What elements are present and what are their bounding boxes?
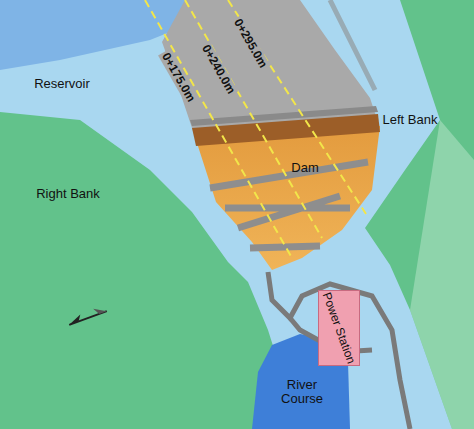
crest-road: [190, 106, 378, 126]
access-roads: [210, 162, 368, 248]
map-label: Dam: [291, 161, 318, 175]
water-area: [0, 0, 452, 429]
node-text: Power Station: [320, 290, 359, 365]
chainage-lines: [145, 0, 366, 258]
access-road: [268, 272, 410, 429]
map-label: Right Bank: [36, 187, 100, 201]
map-label: River Course: [276, 378, 328, 407]
north-arrow: [67, 305, 107, 325]
map-label: Reservoir: [34, 77, 90, 91]
bank-shade: [410, 120, 474, 429]
power-station-box: Power Station: [318, 290, 360, 366]
upstream-road: [330, 0, 375, 90]
dam-body: [196, 126, 380, 270]
map-label: Left Bank: [383, 113, 438, 127]
